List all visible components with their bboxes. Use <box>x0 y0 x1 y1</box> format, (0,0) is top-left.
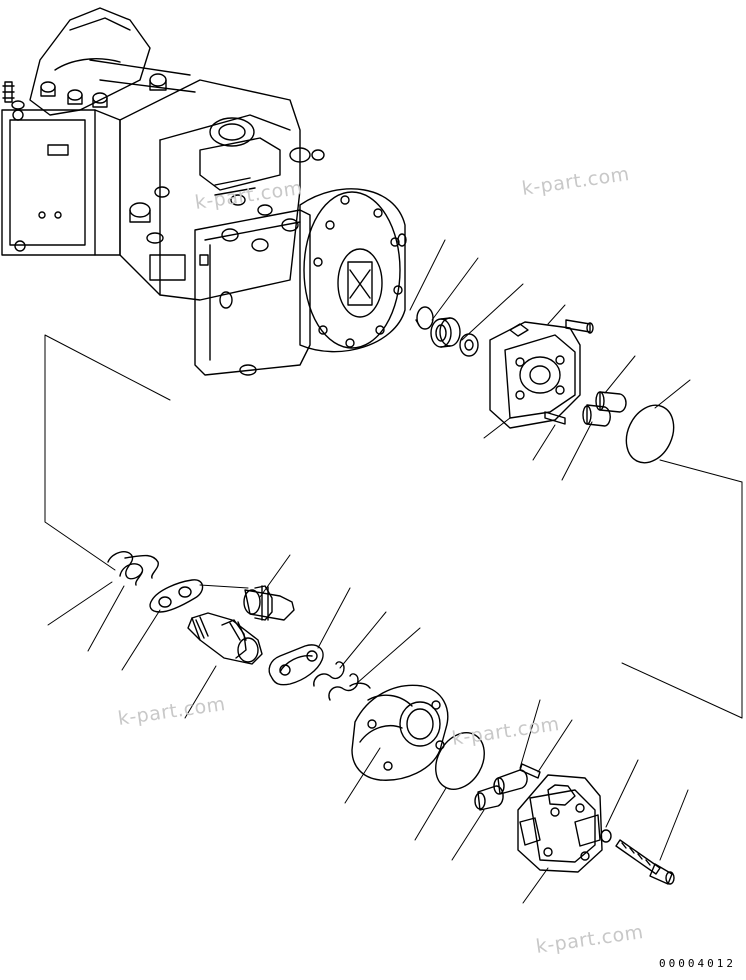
dowel-pins-lower <box>475 770 527 810</box>
snap-ring <box>416 307 433 329</box>
dowel-pins-upper <box>583 392 626 426</box>
side-plate-seals <box>108 552 158 585</box>
pin-lower <box>520 764 540 778</box>
cover-bolt <box>566 320 593 333</box>
pin <box>545 412 565 424</box>
side-plate-left <box>150 580 202 612</box>
group-boundary-lines <box>45 335 742 718</box>
through-bolt <box>616 840 674 884</box>
pump-cover-upper <box>490 322 580 428</box>
drive-gear-lower <box>188 613 262 664</box>
seal-ring-upper <box>617 398 682 471</box>
gear-housing <box>352 685 448 780</box>
main-pump-assembly <box>2 8 406 375</box>
washer-lower <box>601 830 611 842</box>
leader-lines-upper <box>410 240 690 480</box>
washer <box>460 334 478 356</box>
leader-lines-lower <box>48 555 688 903</box>
seals-right <box>314 662 370 700</box>
seal-ring-lower <box>426 724 494 798</box>
document-number: 00004012 <box>659 957 736 970</box>
pump-cover-lower <box>518 775 602 872</box>
side-plate-right <box>269 645 323 685</box>
drive-gear-upper <box>244 586 294 620</box>
bearing <box>431 318 460 347</box>
